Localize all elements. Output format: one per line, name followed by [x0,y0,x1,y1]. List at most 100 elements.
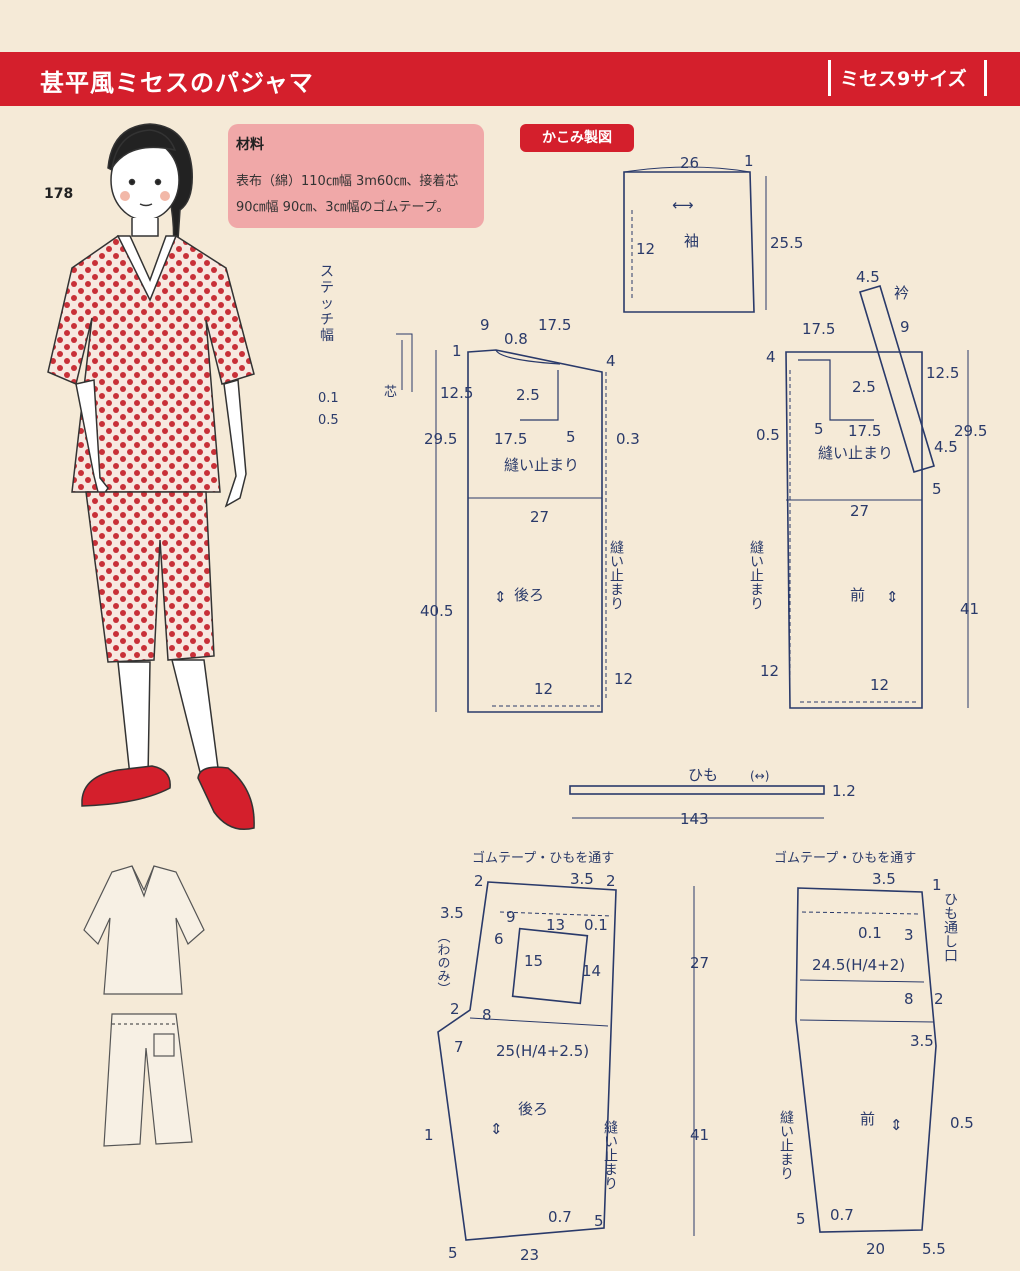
sleeve-height: 25.5 [770,234,803,252]
back-grain-arrow: ⇕ [494,588,507,606]
back-pants-corner-l: 2 [474,872,484,890]
front-shoulder: 17.5 [802,320,835,338]
front-body-name: 前 [850,586,865,604]
back-side: 0.3 [616,430,640,448]
front-shoulder-l: 4 [766,348,776,366]
stitch-value-2: 0.5 [318,413,339,428]
front-body-piece [785,351,923,709]
header-banner: 甚平風ミセスのパジャマ ミセス9サイズ [0,52,1020,106]
back-stop-vertical: 縫い止まり [608,540,624,610]
back-pants-c8: 8 [482,1006,492,1024]
front-pants-loop: ひも通し口 [942,892,958,962]
front-pants-note: ゴムテープ・ひもを通す [774,850,916,866]
front-pants-waist: 3.5 [872,870,896,888]
back-pants-pocket-r: 14 [582,962,601,980]
back-pants-corner-r: 2 [606,872,616,890]
back-pants-pocket-h: 15 [524,952,543,970]
materials-line-1: 表布（綿）110㎝幅 3m60㎝、接着芯 [236,174,459,189]
back-shoulder-r: 4 [606,352,616,370]
back-pants-pocket-top: 9 [506,908,516,926]
front-inner-5: 5 [814,420,824,438]
drafting-badge: かこみ製図 [520,124,634,152]
stitch-note: ステッチ幅 0.1 0.5 芯 [318,264,413,428]
front-stop-label: 縫い止まり [818,444,893,462]
back-pants-waist: 3.5 [570,870,594,888]
front-pants-c2: 2 [934,990,944,1008]
front-pants-side: 0.5 [950,1114,974,1132]
front-hem: 12 [870,676,889,694]
back-pants-crotch: 2 [450,1000,460,1018]
back-body-name: 後ろ [514,586,544,604]
back-width: 27 [530,508,549,526]
tie-piece [569,785,825,795]
back-pants-hem-r: 5 [594,1212,604,1230]
back-pants-hip: 25(H/4+2.5) [496,1042,589,1060]
front-pants-hem07: 0.7 [830,1206,854,1224]
materials-line-2: 90㎝幅 90㎝、3㎝幅のゴムテープ。 [236,200,450,215]
front-pants-c35: 3.5 [910,1032,934,1050]
item-number: 178 [44,186,74,202]
front-pants-hem: 20 [866,1240,885,1258]
back-pants-upper: 27 [690,954,709,972]
front-lower-len: 41 [960,600,979,618]
back-arm: 2.5 [516,386,540,404]
front-slit: 12 [760,662,779,680]
back-pants-note: ゴムテープ・ひもを通す [472,850,614,866]
front-pants-hem-l: 5 [796,1210,806,1228]
materials-box [228,124,484,228]
back-pants-name: 後ろ [518,1100,548,1118]
back-pants-c7: 7 [454,1038,464,1056]
front-stop-vertical: 縫い止まり [748,540,764,610]
size-series-label: ミセス9サイズ [840,68,967,90]
front-pants-name: 前 [860,1110,875,1128]
front-side: 0.5 [756,426,780,444]
front-pants-c8: 8 [904,990,914,1008]
front-pants-grain-arrow: ⇕ [890,1116,903,1134]
sleeve-grain-arrow: ⟷ [672,196,694,214]
back-pants-inseam: 1 [424,1126,434,1144]
back-pocket [511,927,589,1005]
sleeve-width: 26 [680,154,699,172]
back-hem: 12 [534,680,553,698]
front-arm: 2.5 [852,378,876,396]
collar-width: 9 [900,318,910,336]
back-pants-p6: 6 [494,930,504,948]
back-inner-5: 5 [566,428,576,446]
collar-top: 4.5 [856,268,880,286]
collar-bottom: 4.5 [934,438,958,456]
back-neck-depth: 12.5 [440,384,473,402]
collar-piece [859,285,935,473]
front-width: 27 [850,502,869,520]
back-inner: 17.5 [494,430,527,448]
front-pants-p01: 0.1 [858,924,882,942]
back-shoulder: 1 [452,342,462,360]
materials-heading: 材料 [236,137,264,153]
front-pants-corner: 1 [932,876,942,894]
back-top-mid: 17.5 [538,316,571,334]
back-pants-rise: 3.5 [440,904,464,922]
stitch-value-1: 0.1 [318,391,339,406]
woman-illustration [47,123,255,830]
tie-length: 143 [680,810,709,828]
banner-divider [828,60,831,96]
front-grain-arrow: ⇕ [886,588,899,606]
tie-width: 1.2 [832,782,856,800]
tie-arrow: (↔) [750,769,769,783]
front-pants-hem-r: 5.5 [922,1240,946,1258]
back-pants-stop: 縫い止まり [602,1120,618,1190]
front-upper-len: 29.5 [954,422,987,440]
back-lower-len: 40.5 [420,602,453,620]
front-pants-hip: 24.5(H/4+2) [812,956,905,974]
back-pants-piece [437,881,617,1241]
page-title: 甚平風ミセスのパジャマ [40,69,314,97]
front-side-5: 5 [932,480,942,498]
back-slit: 12 [614,670,633,688]
back-pants-hem07: 0.7 [548,1208,572,1226]
collar-name: 衿 [894,284,909,302]
sleeve-corner: 1 [744,152,754,170]
stitch-width-label: ステッチ幅 [320,264,334,344]
back-pants-fold: （わのみ） [435,930,451,995]
back-pants-grain-arrow: ⇕ [490,1120,503,1138]
sleeve-name: 袖 [684,232,699,250]
